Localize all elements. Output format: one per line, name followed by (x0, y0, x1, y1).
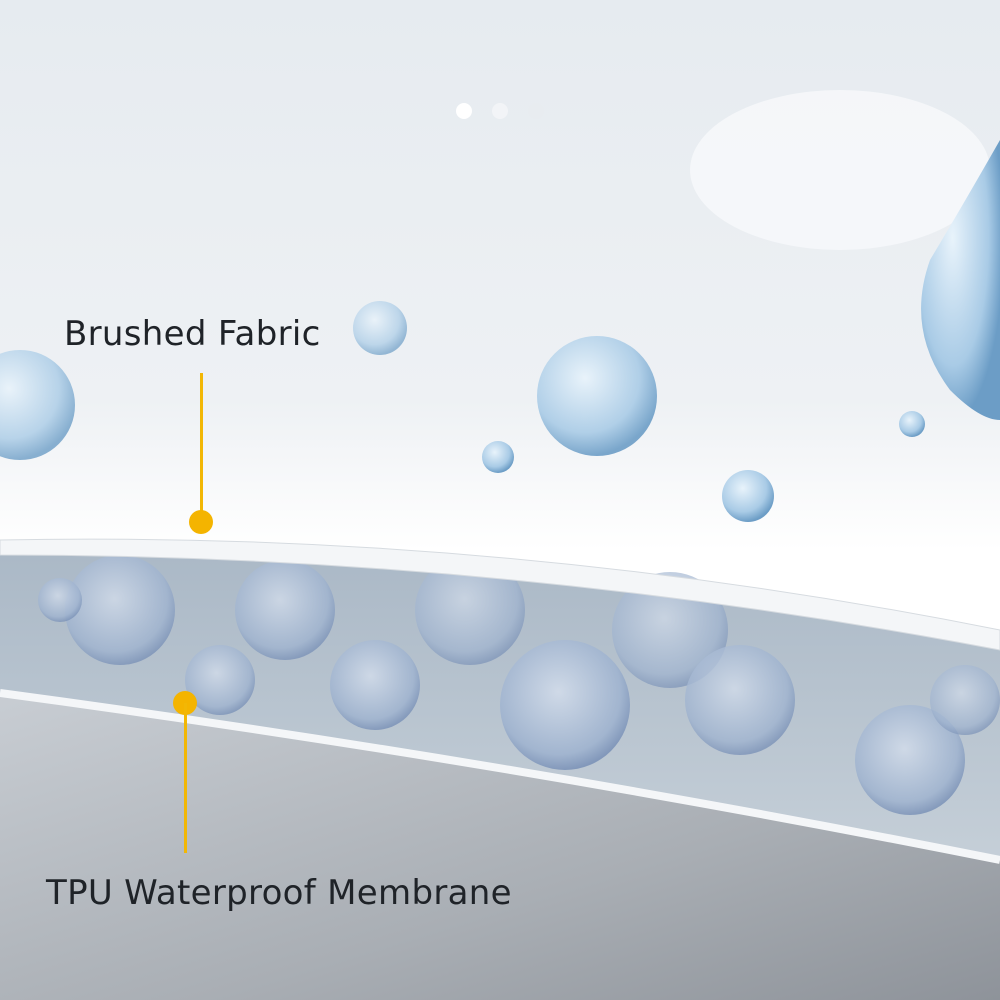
tpu-membrane-label: TPU Waterproof Membrane (46, 873, 512, 913)
carousel-dot-3[interactable] (528, 103, 544, 119)
brushed-fabric-pin (189, 510, 213, 534)
brushed-fabric-leader-line (200, 373, 203, 521)
carousel-dot-2[interactable] (492, 103, 508, 119)
carousel-dot-1[interactable] (456, 103, 472, 119)
brushed-fabric-label: Brushed Fabric (64, 314, 321, 354)
tpu-membrane-leader-line (184, 703, 187, 853)
floating-bubbles (0, 140, 1000, 522)
carousel-dots (456, 103, 544, 119)
